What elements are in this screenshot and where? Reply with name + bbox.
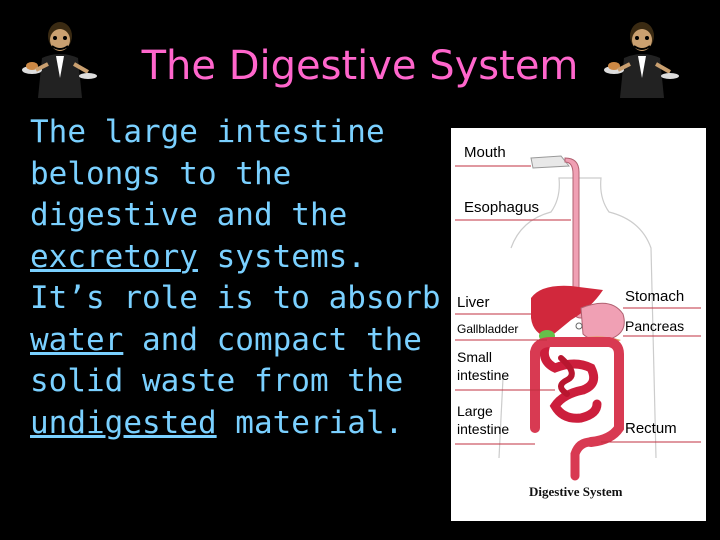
body-text-fragment: material. <box>216 404 404 441</box>
slide-title: The Digestive System <box>141 43 579 89</box>
waiter-clipart-icon <box>604 18 680 102</box>
body-text-fragment: systems. <box>197 238 366 275</box>
label-rectum: Rectum <box>625 420 677 437</box>
body-line: The large intestine <box>30 114 385 150</box>
body-line: undigested material. <box>30 403 450 445</box>
body-line: excretory systems. <box>30 237 450 279</box>
diagram-caption: Digestive System <box>529 484 623 499</box>
label-liver: Liver <box>457 294 490 311</box>
body-line: belongs to the <box>30 155 292 192</box>
slide-body-text: The large intestine belongs to the diges… <box>30 112 450 444</box>
label-pancreas: Pancreas <box>625 318 685 334</box>
body-text-fragment: and compact the <box>123 321 422 358</box>
waiter-clipart-icon <box>22 18 98 102</box>
label-stomach: Stomach <box>625 288 685 305</box>
body-line: digestive and the <box>30 197 348 233</box>
label-small-intestine: Small intestine <box>457 349 510 383</box>
body-line: solid waste from the <box>30 363 404 399</box>
underlined-term: undigested <box>30 404 217 441</box>
underlined-term: water <box>30 321 124 358</box>
label-large-intestine: Large intestine <box>457 403 510 437</box>
digestive-system-illustration <box>455 155 701 481</box>
underlined-term: excretory <box>30 238 198 275</box>
digestive-system-diagram: Mouth Esophagus Liver Gallbladder Small … <box>451 128 706 521</box>
body-line: water and compact the <box>30 320 450 362</box>
body-line: It’s role is to absorb <box>30 280 441 316</box>
label-esophagus: Esophagus <box>464 199 540 216</box>
label-mouth: Mouth <box>464 144 506 161</box>
label-gallbladder: Gallbladder <box>457 322 519 336</box>
